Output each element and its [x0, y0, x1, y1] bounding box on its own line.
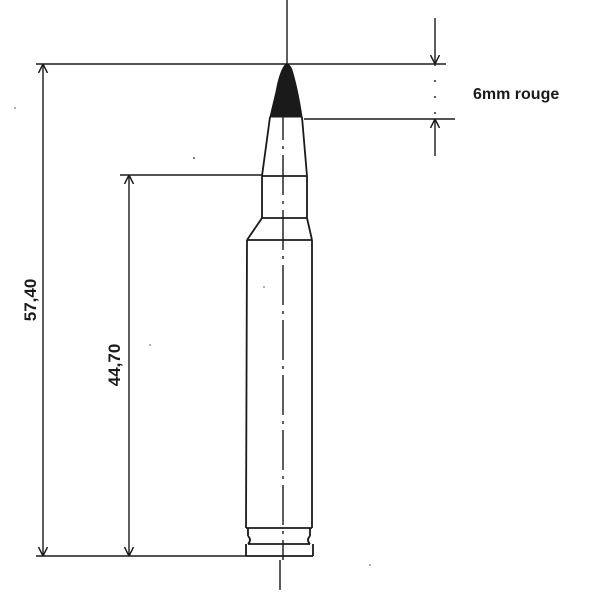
case-rim [245, 527, 314, 557]
overall-length-dimension: 57,40 [21, 63, 290, 557]
overall-length-label: 57,40 [21, 279, 40, 322]
case-length-label: 44,70 [105, 344, 124, 387]
case-shoulder [246, 217, 313, 241]
cartridge-outline [245, 63, 314, 557]
bullet-body [261, 116, 308, 177]
case-body [245, 239, 313, 529]
case-length-dimension: 44,70 [105, 174, 262, 556]
case-neck [261, 175, 308, 218]
tip-marking-label: 6mm rouge [473, 86, 559, 103]
tip-marking-dimension: 6mm rouge [290, 18, 559, 156]
bullet-tip-marking [269, 63, 303, 118]
scan-specks [14, 107, 371, 566]
